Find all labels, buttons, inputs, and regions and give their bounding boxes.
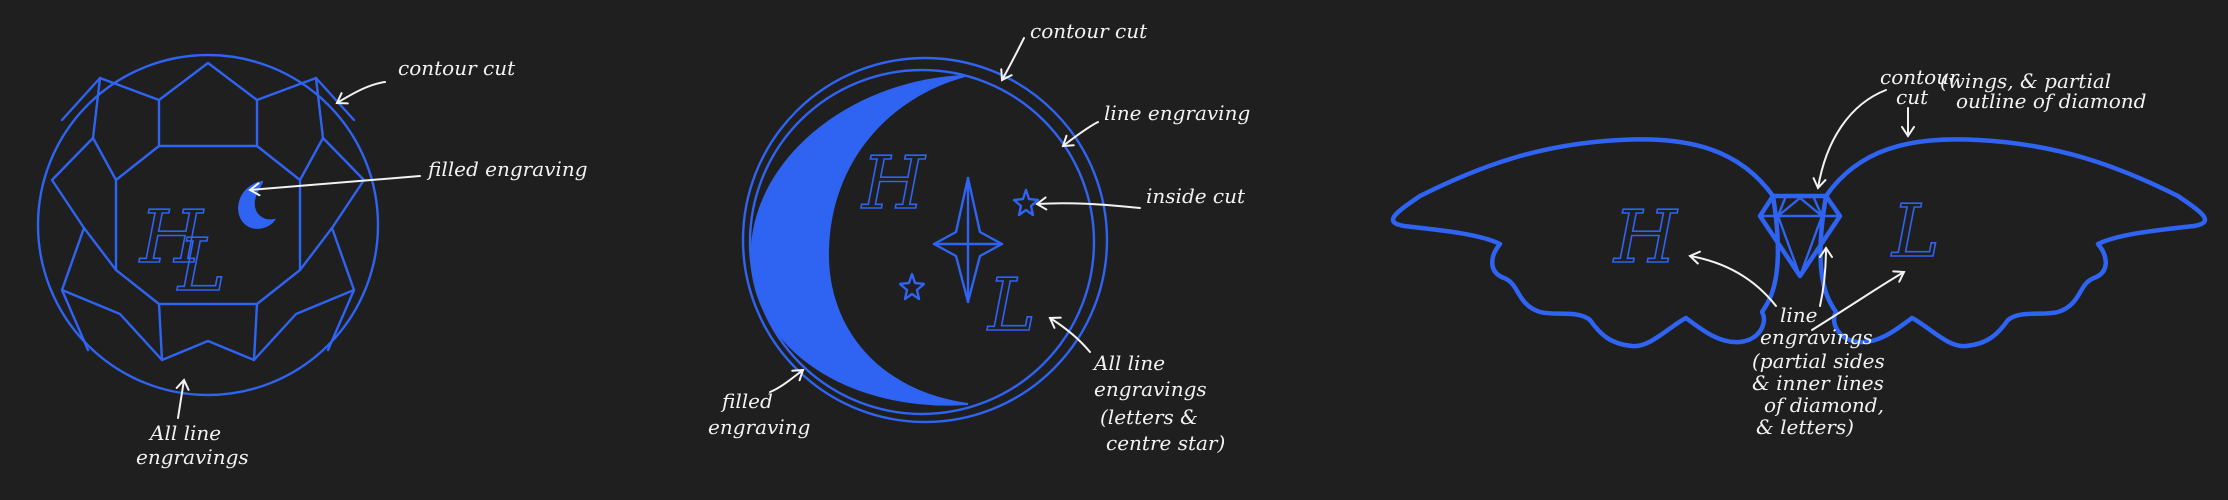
arrow-filled-1 bbox=[248, 175, 421, 197]
label-contour-note-3a: (wings, & partial bbox=[1940, 69, 2111, 93]
label-all-line-2a: All line bbox=[1092, 351, 1165, 375]
design-crescent: H L contour cut line engraving inside cu… bbox=[708, 19, 1250, 455]
label-contour-2: contour cut bbox=[1030, 19, 1148, 43]
label-filled-2b: engraving bbox=[708, 415, 810, 439]
label-contour-note-3b: outline of diamond bbox=[1956, 89, 2146, 113]
label-line-3d: & inner lines bbox=[1752, 371, 1884, 395]
monogram-h-3: H bbox=[1612, 195, 1678, 279]
monogram-h-2: H bbox=[860, 141, 926, 225]
label-line-3f: & letters) bbox=[1756, 415, 1854, 439]
arrow-inside-2 bbox=[1035, 196, 1141, 211]
label-contour-1: contour cut bbox=[398, 56, 516, 80]
arrow-all-line-2 bbox=[1048, 316, 1091, 353]
arrow-contour-1 bbox=[335, 81, 386, 105]
label-line-3a: line bbox=[1780, 303, 1818, 327]
monogram-l-3: L bbox=[1890, 189, 1940, 273]
arrow-line-3a bbox=[1688, 250, 1777, 307]
monogram-l: L bbox=[176, 223, 226, 307]
label-line-1b: engravings bbox=[136, 445, 249, 469]
label-contour-3a: contour bbox=[1880, 65, 1960, 89]
wing-left-outline bbox=[1390, 137, 1781, 349]
label-contour-3b: cut bbox=[1896, 85, 1929, 109]
contour-circle bbox=[36, 53, 380, 397]
arrow-line-3b bbox=[1818, 246, 1833, 307]
label-filled-2a: filled bbox=[720, 389, 773, 413]
design-wings: H L contour cut (wings, & partial outlin… bbox=[1390, 65, 2208, 439]
label-line-3b: engravings bbox=[1760, 325, 1873, 349]
label-all-line-2c: (letters & bbox=[1100, 405, 1198, 429]
label-line-1a: All line bbox=[148, 421, 221, 445]
design-faceted-circle: H L contour cut filled engraving All lin… bbox=[36, 53, 588, 469]
arrow-filled-2 bbox=[769, 368, 805, 393]
diamond bbox=[1757, 193, 1843, 279]
label-line-2: line engraving bbox=[1104, 101, 1250, 125]
label-filled-1: filled engraving bbox=[426, 157, 588, 181]
girdle-lines bbox=[60, 61, 356, 362]
crescent-filled bbox=[750, 75, 969, 406]
arrow-contour-2 bbox=[1000, 37, 1025, 82]
arrow-line-3c bbox=[1811, 270, 1906, 331]
label-inside-2: inside cut bbox=[1146, 184, 1246, 208]
label-line-3c: (partial sides bbox=[1752, 349, 1885, 373]
outer-star-facets bbox=[50, 61, 366, 362]
arrow-contour-3a bbox=[1812, 89, 1887, 190]
monogram-h: H bbox=[138, 195, 204, 279]
label-all-line-2b: engravings bbox=[1094, 377, 1207, 401]
wing-right-outline bbox=[1818, 137, 2208, 349]
label-line-3e: of diamond, bbox=[1764, 393, 1884, 417]
contour-outer bbox=[741, 56, 1109, 424]
label-all-line-2d: centre star) bbox=[1106, 431, 1225, 455]
small-star-left bbox=[898, 272, 926, 301]
small-star-right bbox=[1012, 188, 1040, 217]
arrow-line-1 bbox=[175, 378, 190, 419]
contour-inner bbox=[748, 68, 1096, 416]
monogram-l-2: L bbox=[986, 263, 1036, 347]
arrow-line-2 bbox=[1061, 121, 1099, 148]
